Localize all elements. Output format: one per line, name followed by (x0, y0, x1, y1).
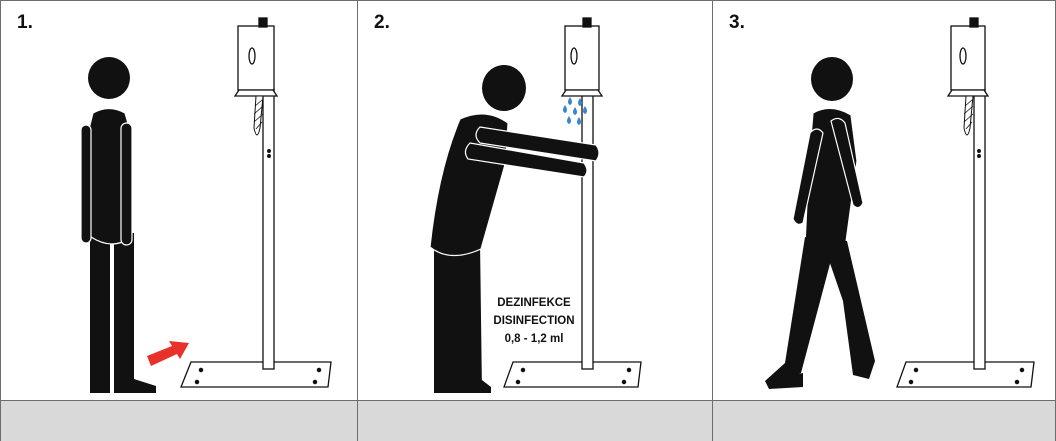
dispenser-stand (181, 18, 331, 387)
person-walking (765, 57, 875, 389)
step-number: 1. (17, 12, 33, 34)
step-3-panel: 3. (713, 1, 1055, 400)
footer-cell-1 (1, 401, 358, 441)
step-2-panel: 2. DEZINFEKCE DISINFECTION 0,8 - 1,2 ml (358, 1, 713, 400)
dosage-caption: DEZINFEKCE DISINFECTION 0,8 - 1,2 ml (486, 294, 582, 348)
step-number: 3. (729, 12, 745, 34)
caption-line-1: DEZINFEKCE (486, 294, 582, 312)
caption-line-3: 0,8 - 1,2 ml (486, 330, 582, 348)
footer-cell-3 (713, 401, 1055, 441)
step-3-illustration (713, 1, 1055, 400)
step-number: 2. (374, 12, 390, 34)
caption-line-2: DISINFECTION (486, 312, 582, 330)
step-1-illustration (1, 1, 357, 400)
arrow-icon (147, 341, 189, 366)
person-standing (81, 57, 156, 393)
step-1-panel: 1. (1, 1, 358, 400)
footer-bar (1, 400, 1055, 441)
dispenser-stand (897, 18, 1034, 387)
footer-cell-2 (358, 401, 713, 441)
